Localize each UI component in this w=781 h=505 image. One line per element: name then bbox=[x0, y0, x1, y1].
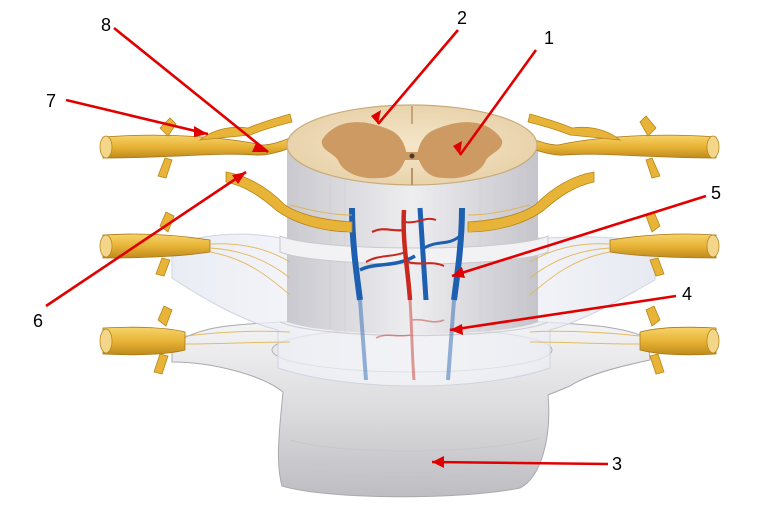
arrowhead-2 bbox=[371, 110, 381, 124]
label-4: 4 bbox=[682, 284, 692, 304]
leader-line-4 bbox=[449, 294, 677, 332]
arrowhead-8 bbox=[252, 143, 268, 152]
leader-line-2 bbox=[377, 29, 459, 125]
arrowhead-3 bbox=[432, 456, 444, 468]
spinal-vessels bbox=[349, 207, 465, 381]
arrowhead-5 bbox=[452, 267, 465, 278]
leader-line-1 bbox=[458, 49, 538, 156]
arrowhead-4 bbox=[450, 324, 463, 335]
arrowhead-6 bbox=[232, 172, 246, 184]
arrowhead-1 bbox=[453, 141, 462, 155]
leader-line-5 bbox=[451, 194, 707, 278]
arrowhead-7 bbox=[194, 126, 208, 137]
label-5: 5 bbox=[711, 183, 721, 203]
label-8: 8 bbox=[101, 15, 111, 35]
leader-line-7 bbox=[65, 98, 209, 136]
spinal-nerves-right bbox=[467, 113, 720, 375]
label-3: 3 bbox=[612, 454, 622, 474]
leader-line-6 bbox=[45, 170, 247, 308]
leader-lines bbox=[45, 26, 707, 466]
label-6: 6 bbox=[33, 311, 43, 331]
leader-line-3 bbox=[431, 460, 609, 466]
label-2: 2 bbox=[457, 8, 467, 28]
arrowheads bbox=[194, 110, 465, 468]
leader-line-8 bbox=[113, 26, 269, 154]
label-1: 1 bbox=[544, 28, 554, 48]
spinal-nerves-left bbox=[99, 113, 353, 375]
spinal-cord-cross-section bbox=[286, 104, 538, 186]
label-7: 7 bbox=[46, 91, 56, 111]
number-labels: 1 2 3 4 5 6 7 8 bbox=[33, 8, 721, 474]
pia-mater bbox=[279, 235, 549, 337]
